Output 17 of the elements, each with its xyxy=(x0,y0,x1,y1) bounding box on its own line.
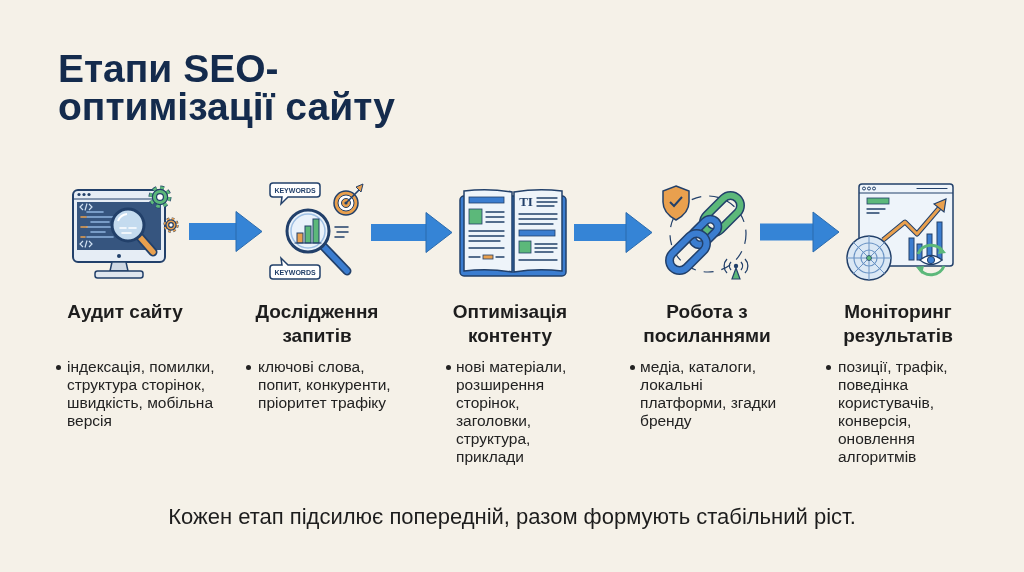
stage-heading: Робота з посиланнями xyxy=(642,300,772,348)
stage-description: нові матеріали, розширення сторінок, заголовки, структура, приклади xyxy=(456,358,568,466)
stage-heading: Оптимізація контенту xyxy=(452,300,568,348)
stage-description: позиції, трафік, поведінка користувачів, конверсія, оновлення алгоритмів xyxy=(838,358,949,466)
arrow xyxy=(189,211,263,252)
title: Етапи SEO-оптимізації сайту xyxy=(58,50,396,126)
arrow xyxy=(760,211,840,253)
stage-description: медіа, каталоги, локальні платформи, згадки бренду xyxy=(640,358,778,430)
stage-heading: Моніторинг результатів xyxy=(842,300,954,348)
arrow xyxy=(574,212,653,253)
caption: Кожен етап підсилює попередній, разом формують стабільний ріст. xyxy=(168,504,856,530)
book-heading-label: TI xyxy=(519,194,533,208)
stage-description: індексація, помилки, структура сторінок, швидкість, мобільна версія xyxy=(67,358,216,430)
stage-heading: Аудит сайту xyxy=(66,300,184,324)
arrow xyxy=(371,212,453,253)
stage-heading: Дослідження запитів xyxy=(255,300,379,348)
stage-description: ключові слова, попит, конкуренти, пріоритет трафіку xyxy=(258,358,392,412)
